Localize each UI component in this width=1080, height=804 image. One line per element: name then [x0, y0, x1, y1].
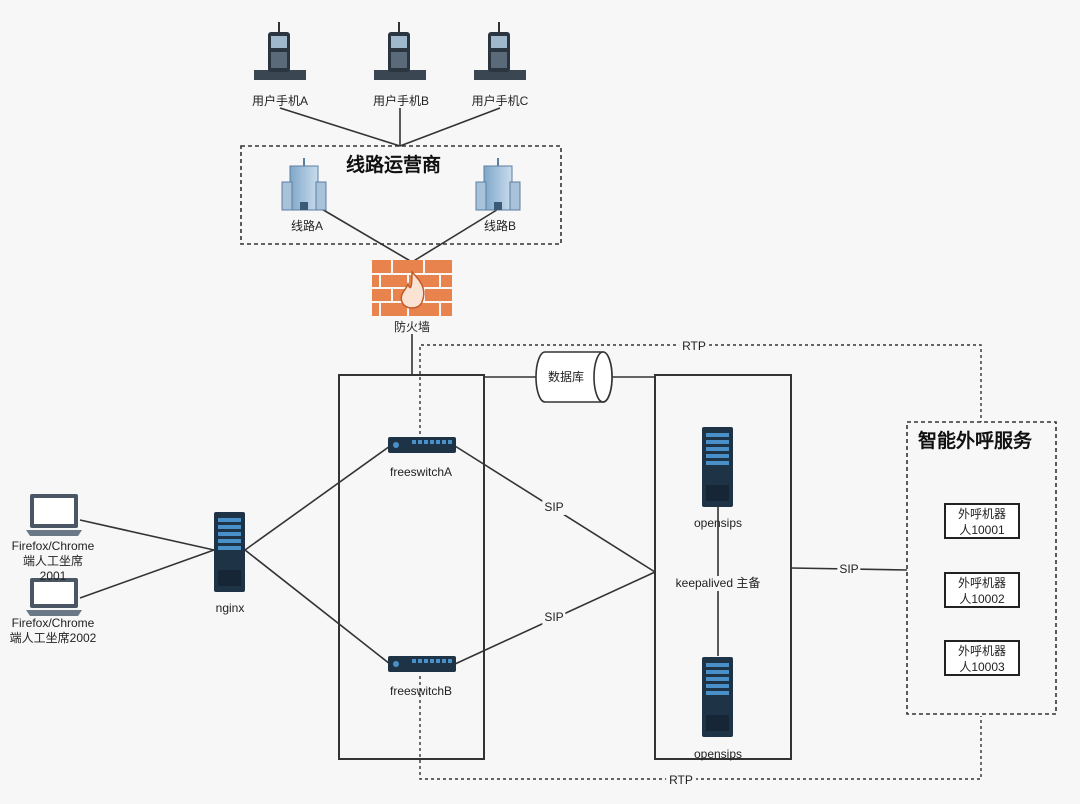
robot-label-line2: 人10003: [959, 660, 1005, 674]
client-label-line2: 端人工坐席2002: [9, 631, 97, 645]
robot-label-line2: 人10002: [959, 592, 1005, 606]
sip-label: SIP: [837, 562, 861, 577]
robot-box: 外呼机器 人10002: [944, 572, 1020, 608]
carrier-box: [240, 145, 562, 245]
keepalived-label: keepalived 主备: [673, 576, 763, 591]
laptop-icon: [26, 578, 82, 616]
database-cylinder-icon: [535, 351, 613, 403]
connector-lines: [79, 107, 908, 665]
freeswitch-label: freeswitchB: [389, 684, 453, 698]
line-label: 线路B: [483, 219, 517, 233]
client-label-line1: Firefox/Chrome: [11, 539, 95, 553]
network-switch-icon: [388, 437, 456, 453]
rtp-paths: [419, 344, 982, 780]
laptop-icon: [26, 494, 82, 536]
server-icon: [702, 427, 733, 507]
line-label: 线路A: [290, 219, 324, 233]
client-label-line1: Firefox/Chrome: [11, 616, 95, 630]
mobile-phone-icon: [474, 22, 526, 80]
outbound-service-box: [906, 421, 1057, 715]
mobile-phone-icon: [374, 22, 426, 80]
robot-box: 外呼机器 人10001: [944, 503, 1020, 539]
outbound-service-title: 智能外呼服务: [918, 431, 1033, 452]
rtp-label-bottom: RTP: [666, 773, 696, 788]
robot-label-line1: 外呼机器: [957, 507, 1006, 521]
sip-label: SIP: [542, 610, 566, 625]
office-building-icon: [281, 158, 327, 211]
opensips-label: opensips: [693, 747, 743, 761]
opensips-label: opensips: [693, 516, 743, 530]
firewall-icon: [372, 260, 452, 316]
firewall-label: 防火墙: [393, 320, 431, 334]
mobile-phone-icon: [254, 22, 306, 80]
database-label: 数据库: [547, 370, 585, 384]
server-icon: [214, 512, 245, 592]
phone-label: 用户手机B: [372, 94, 430, 108]
robot-box: 外呼机器 人10003: [944, 640, 1020, 676]
client-label-line3: 2001: [39, 569, 67, 583]
sip-label: SIP: [542, 500, 566, 515]
robot-label-line1: 外呼机器: [957, 576, 1006, 590]
server-icon: [702, 657, 733, 737]
phone-label: 用户手机C: [471, 94, 529, 108]
office-building-icon: [475, 158, 521, 211]
network-switch-icon: [388, 656, 456, 672]
nginx-label: nginx: [215, 601, 245, 615]
opensips-cluster-box: [654, 374, 792, 760]
client-label-line2: 端人工坐席: [22, 554, 84, 568]
phone-label: 用户手机A: [251, 94, 309, 108]
robot-label-line2: 人10001: [959, 523, 1005, 537]
robot-label-line1: 外呼机器: [957, 644, 1006, 658]
freeswitch-cluster-box: [338, 374, 485, 760]
carrier-title: 线路运营商: [346, 155, 442, 176]
freeswitch-label: freeswitchA: [389, 465, 453, 479]
rtp-label-top: RTP: [679, 339, 709, 354]
